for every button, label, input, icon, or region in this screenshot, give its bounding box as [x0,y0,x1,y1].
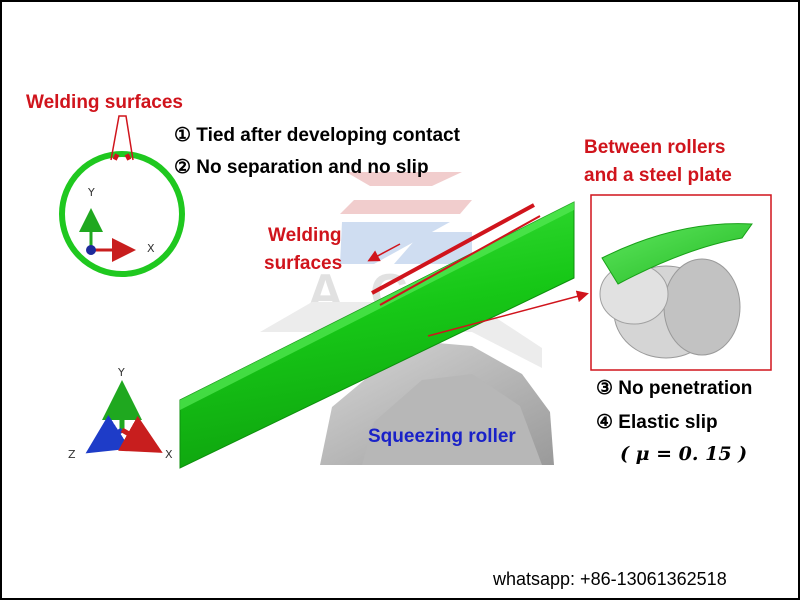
tube-ring [59,151,185,277]
welding-mid-label-line2: surfaces [264,253,343,274]
condition-1: ① Tied after developing contact [174,125,460,146]
condition-4: ④ Elastic slip [596,412,718,433]
between-label-line2: and a steel plate [584,165,732,186]
welding-arrow [367,243,401,262]
welding-callout-line [110,115,134,161]
triad-y-label: Y [118,366,125,379]
condition-3: ③ No penetration [596,378,753,399]
triad-axis-x [118,415,163,453]
small-axis-x-label: X [147,242,155,255]
green-tube-shape [179,201,575,469]
axis-triad [85,380,163,454]
welding-mid-label-line1: Welding [268,225,342,246]
small-axis-y-label: Y [88,186,95,199]
contact-arrow [427,290,589,337]
squeezing-roller-label: Squeezing roller [368,426,516,447]
condition-2: ② No separation and no slip [174,157,429,178]
inset-tube [601,223,753,285]
between-label-line1: Between rollers [584,137,726,158]
triad-z-label: Z [68,448,76,461]
main-model [179,201,575,469]
tube-cross-section [59,115,185,277]
inset-detail [590,194,772,371]
friction-coefficient: ( μ = 0. 15 ) [620,443,748,465]
welding-line-upper [371,203,535,295]
triad-axis-z [85,414,131,454]
contact-line: whatsapp: +86-13061362518 [493,569,727,589]
welding-surfaces-title: Welding surfaces [26,92,183,113]
triad-x-label: X [165,448,173,461]
